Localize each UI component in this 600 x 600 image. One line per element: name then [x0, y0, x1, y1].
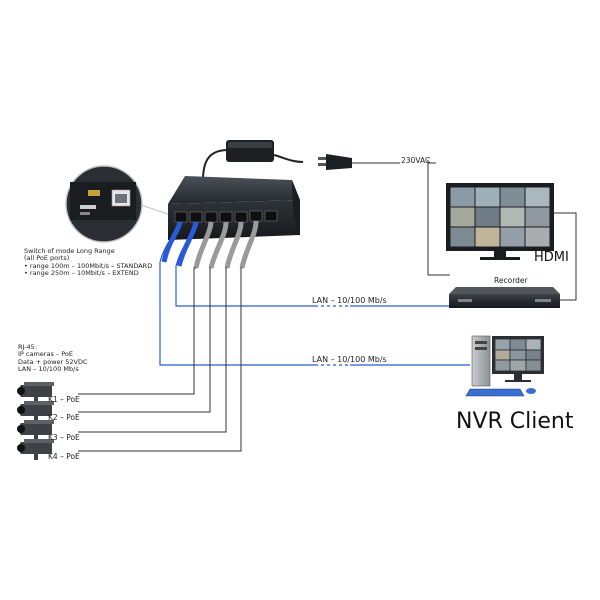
cable-k4 [78, 220, 259, 452]
mode-switch-zoom [65, 165, 143, 243]
rj45-info-line: Data + power 52VDC [18, 357, 88, 366]
hdmi-monitor [446, 183, 554, 260]
power-plug-icon [318, 154, 400, 170]
nvr-client-label: NVR Client [456, 409, 574, 434]
lan-label-recorder: LAN – 10/100 Mb/s [312, 296, 387, 305]
camera-k4-icon [17, 439, 54, 460]
hdmi-label: HDMI [534, 250, 569, 265]
rj45-info: RJ-45: IP cameras – PoE Data + power 52V… [18, 343, 88, 374]
camera-k2-label: K2 – PoE [48, 413, 80, 422]
power-label: 230VAC [401, 156, 431, 165]
cable-k3 [78, 221, 244, 433]
mode-info-line: • range 250m – 10Mbit/s – EXTEND [24, 269, 139, 278]
power-wire [427, 160, 450, 276]
poe-switch [168, 176, 300, 240]
cable-uplink-nvr [159, 221, 470, 366]
zoom-leader [140, 204, 169, 215]
cable-uplink-recorder [175, 221, 450, 307]
camera-k2-icon [17, 401, 54, 422]
hdmi-wire [554, 212, 577, 301]
rj45-info-line: LAN – 10/100 Mb/s [18, 365, 79, 374]
cable-k2 [78, 221, 229, 413]
power-adapter [202, 140, 304, 181]
camera-k3-icon [17, 420, 54, 441]
nvr-client-pc [465, 335, 544, 397]
rj45-info-line: IP cameras – PoE [18, 350, 73, 359]
recorder-device [449, 287, 560, 308]
mode-info-line: Switch of mode Long Range [24, 247, 115, 255]
cable-k1 [78, 221, 214, 395]
recorder-label: Recorder [494, 276, 528, 285]
lan-label-nvr: LAN – 10/100 Mb/s [312, 355, 387, 364]
mode-info: Switch of mode Long Range (all PoE ports… [24, 247, 153, 278]
mode-info-line: • range 100m – 100Mbit/s – STANDARD [24, 261, 153, 270]
rj45-info-line: RJ-45: [18, 343, 38, 351]
camera-k3-label: K3 – PoE [48, 433, 80, 442]
camera-k4-label: K4 – PoE [48, 452, 80, 461]
mode-info-line: (all PoE ports) [24, 254, 70, 263]
camera-k1-icon [17, 382, 54, 403]
camera-k1-label: K1 – PoE [48, 395, 80, 404]
